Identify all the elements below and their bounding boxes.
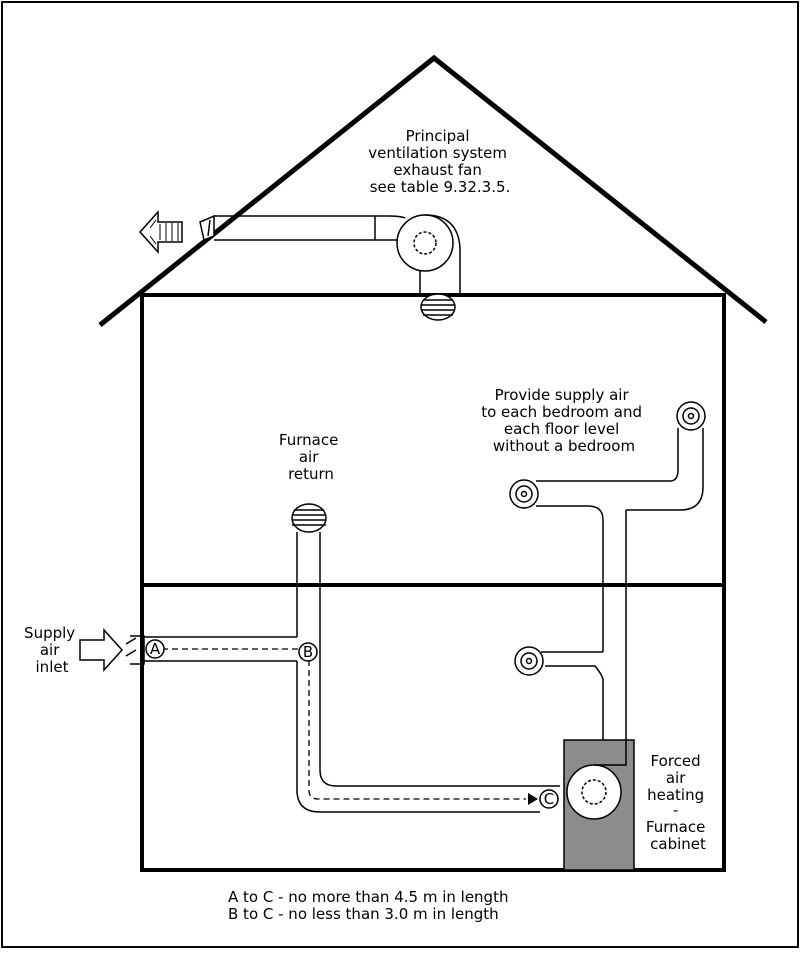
note-b-to-c: B to C - no less than 3.0 m in length [228, 905, 499, 923]
exhaust-fan-label: Principal ventilation system exhaust fan… [368, 127, 512, 196]
point-a-marker: A [145, 639, 165, 659]
arrow-to-c-icon [528, 793, 538, 805]
supply-inlet-arrow-icon [79, 628, 124, 672]
supply-inlet-label: Supply air inlet [24, 624, 80, 676]
supply-air-label: Provide supply air to each bedroom and e… [481, 386, 647, 455]
point-c-label: C [544, 790, 554, 808]
exhaust-duct [199, 214, 461, 295]
house-walls [140, 293, 726, 872]
point-a-label: A [150, 640, 161, 658]
airflow-path [162, 648, 526, 800]
exhaust-arrow-icon [138, 210, 183, 254]
exhaust-grille-icon [420, 293, 456, 321]
furnace-cabinet-label: Forced air heating - Furnace cabinet [646, 752, 710, 853]
point-b-label: B [303, 643, 313, 661]
furnace-return-label: Furnace air return [279, 431, 343, 483]
point-b-marker: B [298, 642, 318, 662]
inlet-hood-icon [125, 635, 145, 665]
supply-diffuser-upper-right [676, 401, 706, 431]
point-c-marker: C [539, 789, 559, 809]
supply-diffuser-lower [514, 646, 544, 676]
supply-diffuser-upper-left [509, 479, 539, 509]
furnace-blower-icon [566, 740, 627, 820]
note-a-to-c: A to C - no more than 4.5 m in length [228, 888, 508, 906]
return-grille-icon [291, 503, 327, 533]
supply-ducts [536, 428, 704, 740]
return-duct [142, 532, 560, 813]
length-notes: A to C - no more than 4.5 m in length B … [228, 888, 513, 923]
